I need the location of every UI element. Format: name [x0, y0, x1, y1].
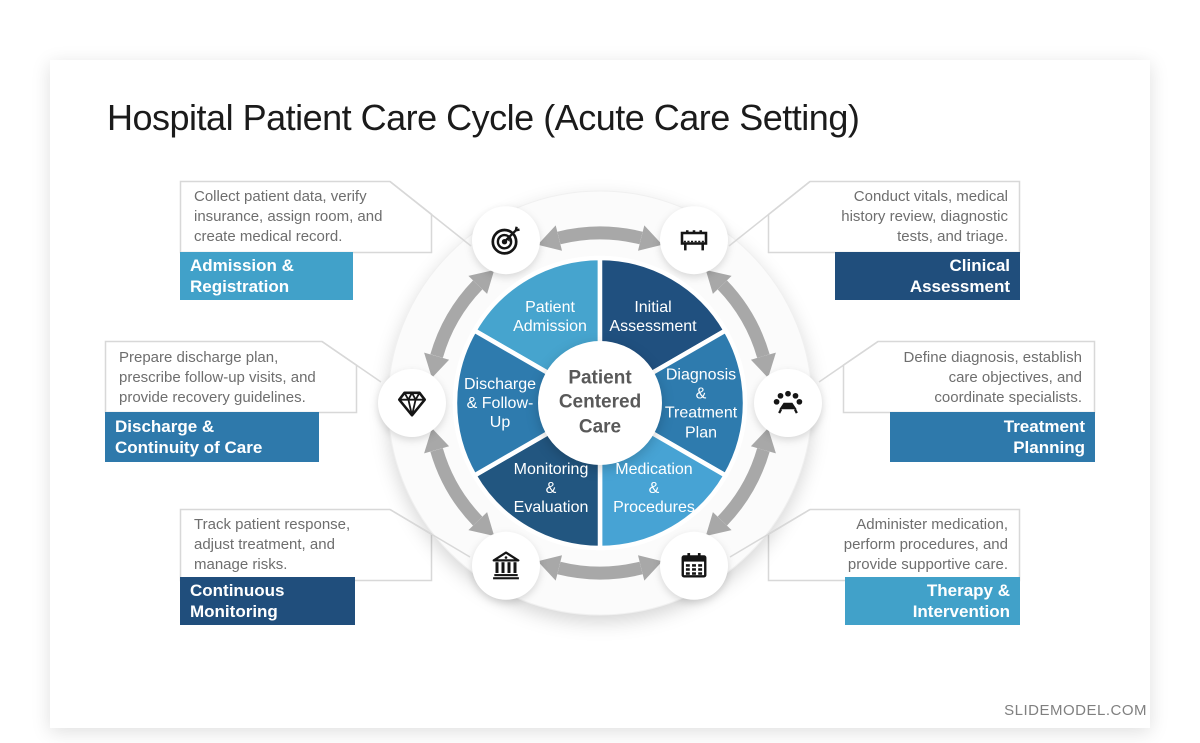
cycle-arrowhead [750, 352, 776, 378]
cycle-arrow [557, 226, 643, 245]
center-label: Patient Centered Care [558, 367, 642, 438]
cycle-arrowhead [638, 555, 663, 581]
icon-circle [378, 369, 446, 437]
segment-label-medication: Medication & Procedures [613, 461, 695, 517]
callout-title-bar: Continuous Monitoring [180, 577, 355, 625]
cycle-arrow [717, 447, 770, 526]
target-icon [491, 226, 520, 255]
cycle-arrow [557, 561, 643, 580]
wheel-segment-diagnosis-plan [597, 328, 748, 478]
cycle-arrows [424, 225, 776, 581]
callout-description: Prepare discharge plan, prescribe follow… [119, 349, 316, 406]
callout-title-bar: Clinical Assessment [835, 252, 1020, 300]
cycle-arrowhead [705, 270, 732, 294]
cycle-arrow [717, 280, 770, 359]
segment-label-diagnosis-plan: Diagnosis & Treatment Plan [664, 366, 738, 442]
cycle-arrowhead [424, 428, 450, 454]
segment-label-patient-admission: Patient Admission [513, 298, 587, 335]
callout-title-bar: Admission & Registration [180, 252, 353, 300]
icon-circle [660, 206, 728, 275]
cycle-arrowhead [537, 225, 562, 251]
callout-description: Administer medication, perform procedure… [843, 516, 1008, 573]
bank-icon [492, 551, 520, 580]
slide-title: Hospital Patient Care Cycle (Acute Care … [107, 97, 860, 138]
segment-label-initial-assessment: Initial Assessment [609, 298, 697, 335]
icon-circle [472, 531, 540, 600]
callout-title-bar: Therapy & Intervention [845, 577, 1020, 625]
calendar-icon [681, 553, 707, 578]
team-meeting-icon [773, 390, 803, 414]
callout-description: Define diagnosis, establish care objecti… [903, 349, 1082, 406]
callout-title-bar: Treatment Planning [890, 412, 1095, 462]
cycle-arrowhead [638, 225, 663, 251]
segment-label-monitoring: Monitoring & Evaluation [513, 461, 589, 517]
callout-description: Collect patient data, verify insurance, … [194, 188, 383, 245]
diamond-icon [397, 391, 427, 417]
segment-label-discharge: Discharge & Follow- Up [463, 376, 537, 432]
cycle-arrowhead [468, 512, 495, 536]
callout-description: Conduct vitals, medical history review, … [841, 188, 1008, 245]
cycle-arrowhead [537, 555, 562, 581]
signboard-icon [680, 230, 708, 251]
cycle-arrowhead [468, 270, 495, 294]
cycle-arrowhead [424, 352, 450, 378]
cycle-arrow [430, 447, 483, 526]
center-circle [538, 341, 662, 465]
callout-description: Track patient response, adjust treatment… [194, 516, 351, 573]
callout-title-bar: Discharge & Continuity of Care [105, 412, 319, 462]
cycle-arrow [430, 280, 483, 359]
cycle-arrowhead [705, 512, 732, 536]
care-cycle-wheel [378, 190, 822, 616]
cycle-arrowhead [750, 428, 776, 454]
watermark: SLIDEMODEL.COM [1004, 702, 1147, 719]
wheel-segment-discharge [452, 328, 603, 478]
